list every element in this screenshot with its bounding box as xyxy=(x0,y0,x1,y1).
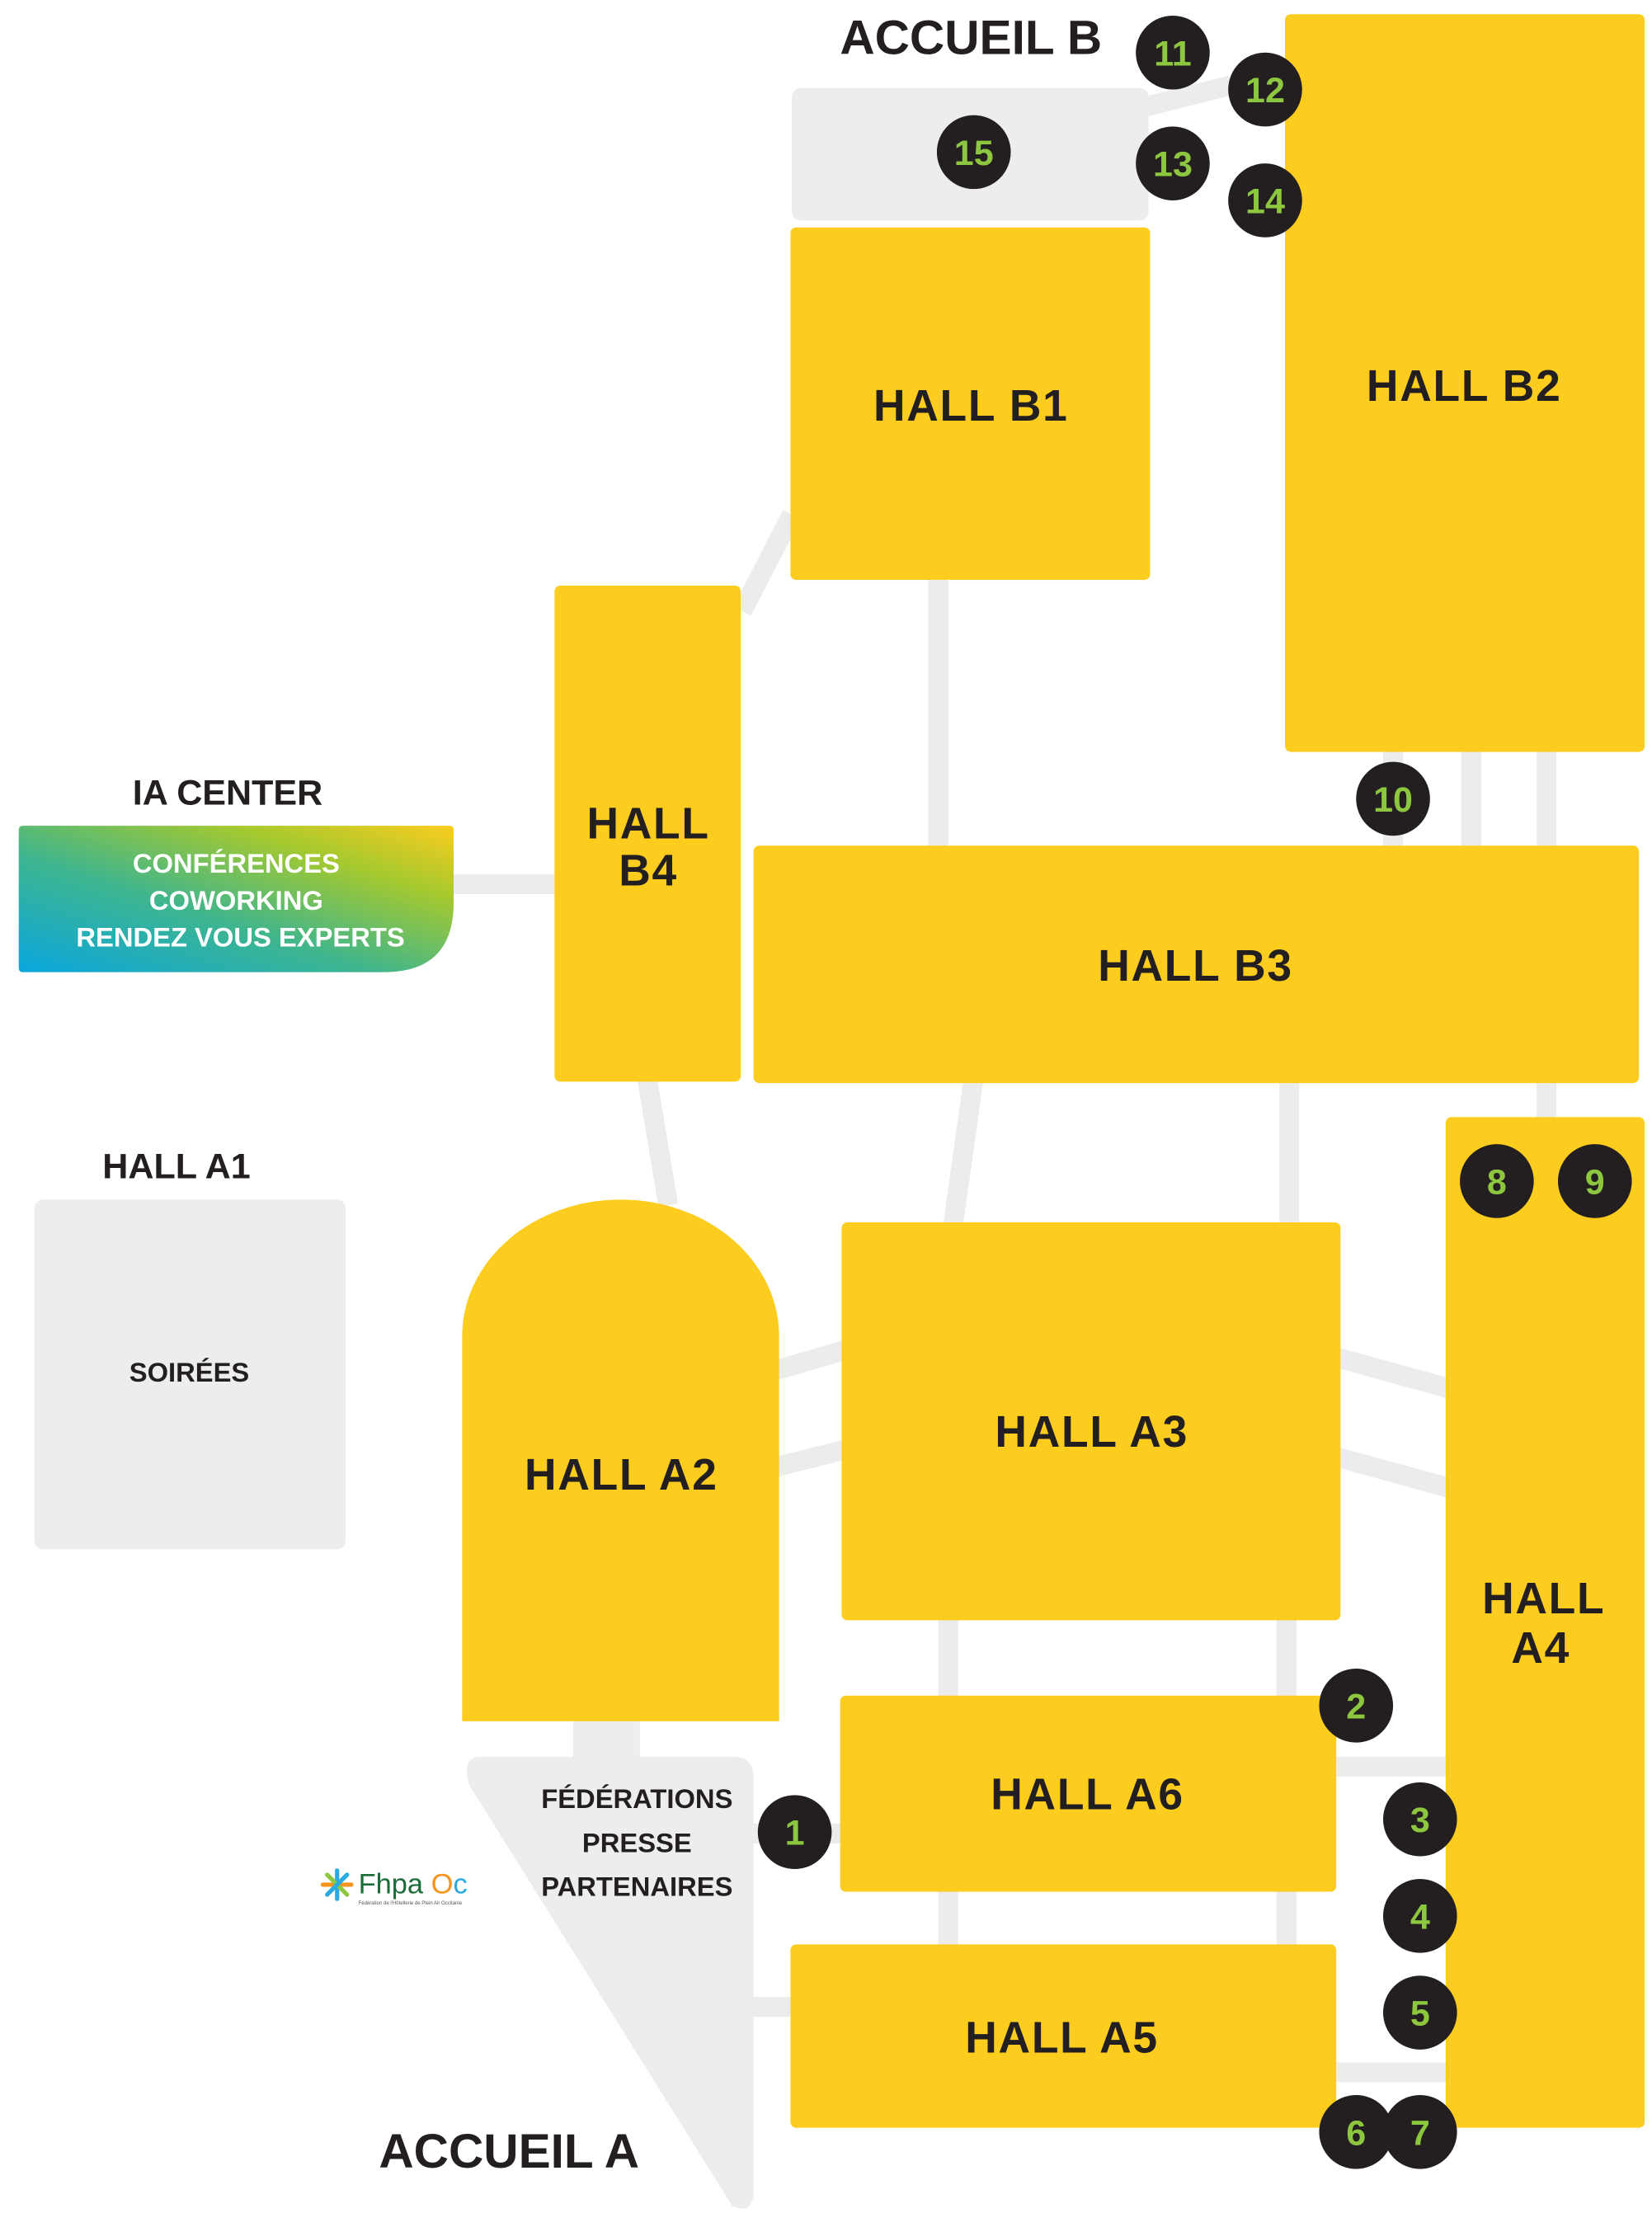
hall-a4-label-line1: HALL xyxy=(1482,1575,1605,1623)
hall-a2-label: HALL A2 xyxy=(525,1451,718,1500)
marker-10[interactable]: 10 xyxy=(1356,761,1430,836)
federations-line: FÉDÉRATIONS xyxy=(541,1783,732,1814)
svg-text:14: 14 xyxy=(1245,181,1285,221)
svg-text:1: 1 xyxy=(785,1814,805,1853)
marker-1[interactable]: 1 xyxy=(757,1795,832,1869)
marker-4[interactable]: 4 xyxy=(1382,1879,1457,1953)
hall-a2[interactable] xyxy=(462,1199,779,1721)
ia-center-line: CONFÉRENCES xyxy=(133,848,340,878)
hall-a1-label: HALL A1 xyxy=(102,1147,250,1187)
federations-zone[interactable] xyxy=(466,1756,754,2209)
marker-14[interactable]: 14 xyxy=(1228,163,1302,238)
ia-center-line: RENDEZ VOUS EXPERTS xyxy=(76,922,404,953)
hall-b1[interactable] xyxy=(790,227,1151,581)
federations-line: PRESSE xyxy=(582,1827,692,1858)
hall-a6[interactable] xyxy=(840,1695,1337,1892)
hall-a1-zone-label: SOIRÉES xyxy=(129,1357,250,1387)
marker-6[interactable]: 6 xyxy=(1319,2094,1394,2169)
fhpa-oc-logo: Fhpa Oc Fédération de l'Hôtellerie de Pl… xyxy=(320,1868,468,1906)
svg-text:12: 12 xyxy=(1245,71,1285,111)
ia-center-line: COWORKING xyxy=(149,885,323,916)
accueil-b-label: ACCUEIL B xyxy=(840,11,1102,64)
hall-a4-label-line2: A4 xyxy=(1511,1624,1570,1673)
svg-text:9: 9 xyxy=(1585,1162,1605,1202)
svg-text:10: 10 xyxy=(1373,780,1413,820)
marker-12[interactable]: 12 xyxy=(1228,52,1302,127)
hall-a3[interactable] xyxy=(841,1222,1341,1621)
hall-b1-label: HALL B1 xyxy=(873,382,1069,431)
svg-text:7: 7 xyxy=(1410,2113,1430,2153)
svg-text:Fhpa Oc: Fhpa Oc xyxy=(359,1868,468,1900)
hall-a6-label: HALL A6 xyxy=(991,1771,1184,1820)
svg-text:11: 11 xyxy=(1154,34,1192,73)
hall-b4-label-line2: B4 xyxy=(619,847,678,896)
hall-b2[interactable] xyxy=(1285,14,1645,752)
marker-9[interactable]: 9 xyxy=(1557,1144,1632,1218)
marker-8[interactable]: 8 xyxy=(1460,1144,1534,1218)
sun-icon xyxy=(320,1868,354,1901)
hall-a1-zone[interactable] xyxy=(34,1199,346,1550)
hall-a4[interactable] xyxy=(1445,1117,1645,2128)
svg-text:2: 2 xyxy=(1346,1687,1366,1726)
marker-11[interactable]: 11 xyxy=(1136,15,1210,90)
marker-13[interactable]: 13 xyxy=(1136,126,1210,200)
svg-text:8: 8 xyxy=(1487,1162,1507,1202)
marker-3[interactable]: 3 xyxy=(1382,1782,1457,1857)
hall-a5[interactable] xyxy=(790,1944,1337,2128)
marker-15[interactable]: 15 xyxy=(936,115,1011,190)
hall-b3[interactable] xyxy=(753,845,1640,1084)
marker-7[interactable]: 7 xyxy=(1382,2094,1457,2169)
svg-text:4: 4 xyxy=(1410,1897,1430,1937)
svg-text:6: 6 xyxy=(1346,2113,1366,2153)
hall-a5-label: HALL A5 xyxy=(965,2013,1159,2062)
hall-b3-label: HALL B3 xyxy=(1098,942,1293,991)
svg-text:5: 5 xyxy=(1410,1994,1430,2034)
hall-b4[interactable] xyxy=(554,585,741,1082)
ia-center-title: IA CENTER xyxy=(133,773,322,812)
hall-a3-label: HALL A3 xyxy=(995,1408,1188,1457)
accueil-a-label: ACCUEIL A xyxy=(379,2125,639,2178)
svg-text:3: 3 xyxy=(1410,1801,1430,1840)
marker-5[interactable]: 5 xyxy=(1382,1975,1457,2050)
federations-line: PARTENAIRES xyxy=(541,1872,732,1902)
svg-text:15: 15 xyxy=(954,134,994,173)
marker-2[interactable]: 2 xyxy=(1319,1669,1394,1743)
ia-center-zone[interactable] xyxy=(18,826,454,972)
svg-text:Fédération de l'Hôtellerie de: Fédération de l'Hôtellerie de Plein Air … xyxy=(359,1901,463,1906)
hall-b4-label-line1: HALL xyxy=(586,800,709,849)
stand-markers: 1 2 3 4 5 6 7 8 9 10 11 12 13 14 15 xyxy=(757,15,1632,2169)
hall-b2-label: HALL B2 xyxy=(1367,362,1562,411)
svg-text:13: 13 xyxy=(1153,145,1193,185)
